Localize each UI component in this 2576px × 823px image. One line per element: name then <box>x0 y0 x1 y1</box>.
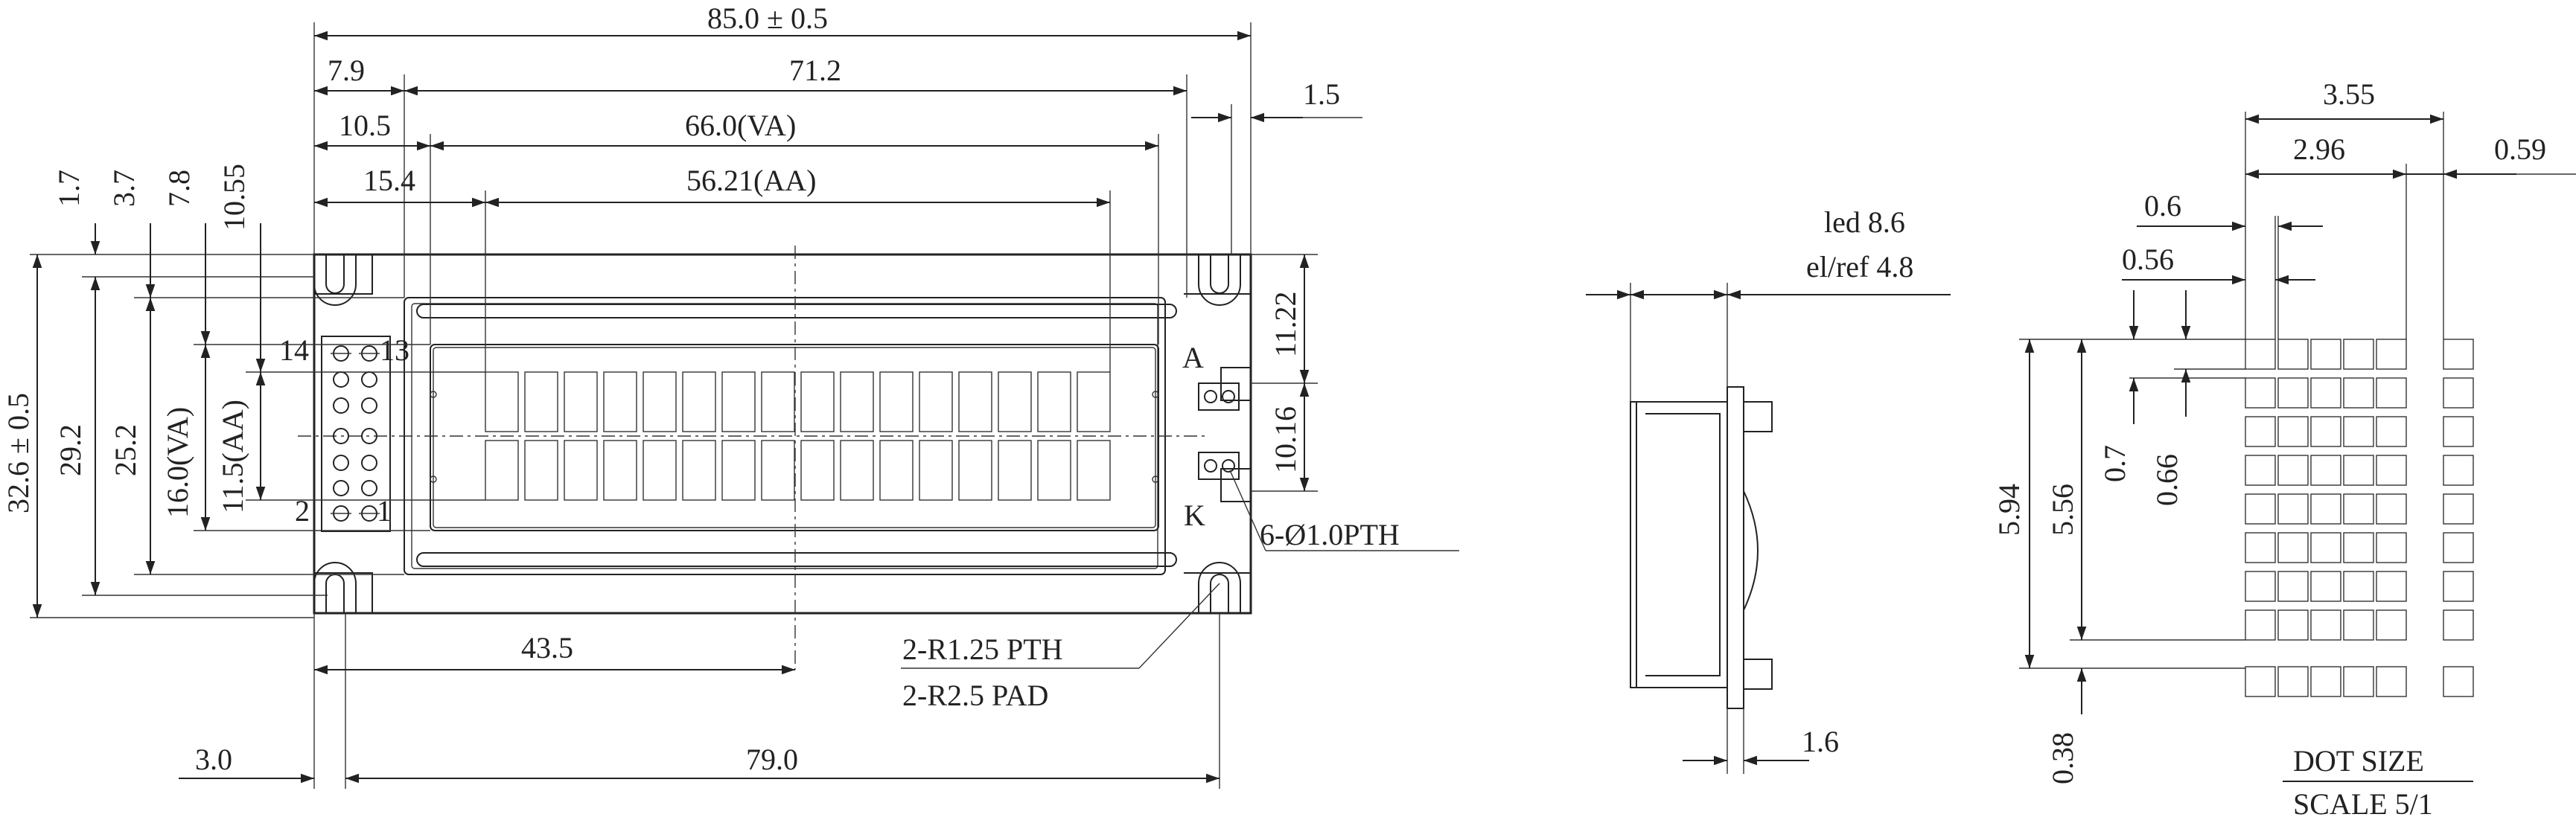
mount-hole-br <box>1184 562 1252 614</box>
v-dim-3: 7.8 <box>162 170 196 207</box>
char-row-2 <box>485 440 1111 501</box>
dim-bottom <box>179 613 1220 789</box>
dot-width-text: 0.56 <box>2122 243 2174 276</box>
char-height-text: 5.94 <box>1992 484 2026 536</box>
anode-label: A <box>1182 341 1204 374</box>
dot-top-dims <box>2122 112 2576 339</box>
pin-1-label: 1 <box>377 494 392 528</box>
cathode-label: K <box>1184 499 1205 532</box>
hole-pitch-height-text: 29.2 <box>54 424 87 476</box>
dim-side-heights <box>1586 283 1951 402</box>
outline-height-text: 25.2 <box>109 424 142 476</box>
right-offset-text: 1.5 <box>1303 77 1340 111</box>
led-height-text: led 8.6 <box>1824 205 1905 239</box>
view-area-left-text: 10.5 <box>339 109 391 142</box>
dot-grid <box>2245 339 2474 697</box>
center-x-text: 43.5 <box>521 631 573 665</box>
view-area-height-text: 16.0(VA) <box>161 407 194 518</box>
dim-pcb-width <box>314 74 1187 298</box>
side-pcb <box>1727 386 1744 709</box>
dim-left-verticals <box>30 254 485 618</box>
bottom-left-text: 3.0 <box>195 743 232 776</box>
bottom-pitch-text: 79.0 <box>746 743 798 776</box>
dot-detail: 3.55 2.96 0.59 0.6 0.56 5.94 5.56 0.7 0.… <box>1992 77 2576 821</box>
dim-pcb-thickness <box>1683 708 1809 774</box>
mount-hole-tr <box>1184 254 1252 306</box>
mount-hole-tl <box>313 254 373 306</box>
side-view: led 8.6 el/ref 4.8 1.6 <box>1586 205 1951 774</box>
dot-pitch-text: 0.6 <box>2144 189 2181 222</box>
mount-note-1: 2-R1.25 PTH <box>902 633 1063 666</box>
v-dim-1: 1.7 <box>52 170 86 207</box>
overall-height-text: 32.6 ± 0.5 <box>1 393 35 513</box>
dot-pitch-v-text: 0.7 <box>2098 445 2132 482</box>
dim-left-top-verticals <box>30 223 485 373</box>
dim-right-verticals <box>1251 254 1318 492</box>
view-area-inner <box>433 347 1156 528</box>
view-area <box>430 344 1159 531</box>
pth-note: 6-Ø1.0PTH <box>1260 518 1400 551</box>
right-v-dim-top-text: 11.22 <box>1269 291 1302 357</box>
top-slot <box>416 304 1177 318</box>
dot-left-dims <box>2019 290 2245 714</box>
bottom-slot <box>416 552 1177 567</box>
underline-gap-text: 0.38 <box>2046 732 2079 784</box>
dim-overall-width <box>313 22 1252 254</box>
scale-text: SCALE 5/1 <box>2293 787 2433 821</box>
pin-13-label: 13 <box>380 333 409 367</box>
dim-active-area <box>314 190 1111 372</box>
dot-block-height-text: 5.56 <box>2046 484 2079 536</box>
v-dim-2: 3.7 <box>107 170 141 207</box>
dim-right-offset <box>1191 104 1362 254</box>
front-view: 14 13 2 1 A K 85.0 ± 0.5 7.9 71.2 <box>1 1 1459 789</box>
active-area-height-text: 11.5(AA) <box>216 400 249 513</box>
dim-view-area <box>314 134 1159 345</box>
active-area-left-text: 15.4 <box>363 164 415 197</box>
pcb-outline <box>313 253 1252 615</box>
char-gap-text: 0.59 <box>2494 132 2546 166</box>
el-ref-height-text: el/ref 4.8 <box>1806 250 1913 284</box>
char-row-1 <box>485 371 1111 432</box>
overall-width-text: 85.0 ± 0.5 <box>707 1 828 35</box>
view-area-width-text: 66.0(VA) <box>685 109 796 142</box>
pcb-thickness-text: 1.6 <box>1802 725 1839 758</box>
mount-hole-bl <box>313 562 373 614</box>
dot-size-title: DOT SIZE <box>2293 744 2424 778</box>
mount-note-2: 2-R2.5 PAD <box>902 679 1048 712</box>
outline-left-text: 7.9 <box>328 54 365 87</box>
led-pads <box>1198 367 1252 502</box>
dot-height-text: 0.66 <box>2150 454 2184 506</box>
char-width-text: 3.55 <box>2323 77 2375 111</box>
active-area-width-text: 56.21(AA) <box>686 164 816 197</box>
pcb-width-text: 71.2 <box>789 54 841 87</box>
pin-header <box>321 336 391 532</box>
right-v-dim-mid-text: 10.16 <box>1269 406 1302 473</box>
pin-2-label: 2 <box>295 494 310 528</box>
v-dim-4: 10.55 <box>217 164 251 231</box>
dot-block-width-text: 2.96 <box>2293 132 2345 166</box>
pin-14-label: 14 <box>279 333 309 367</box>
